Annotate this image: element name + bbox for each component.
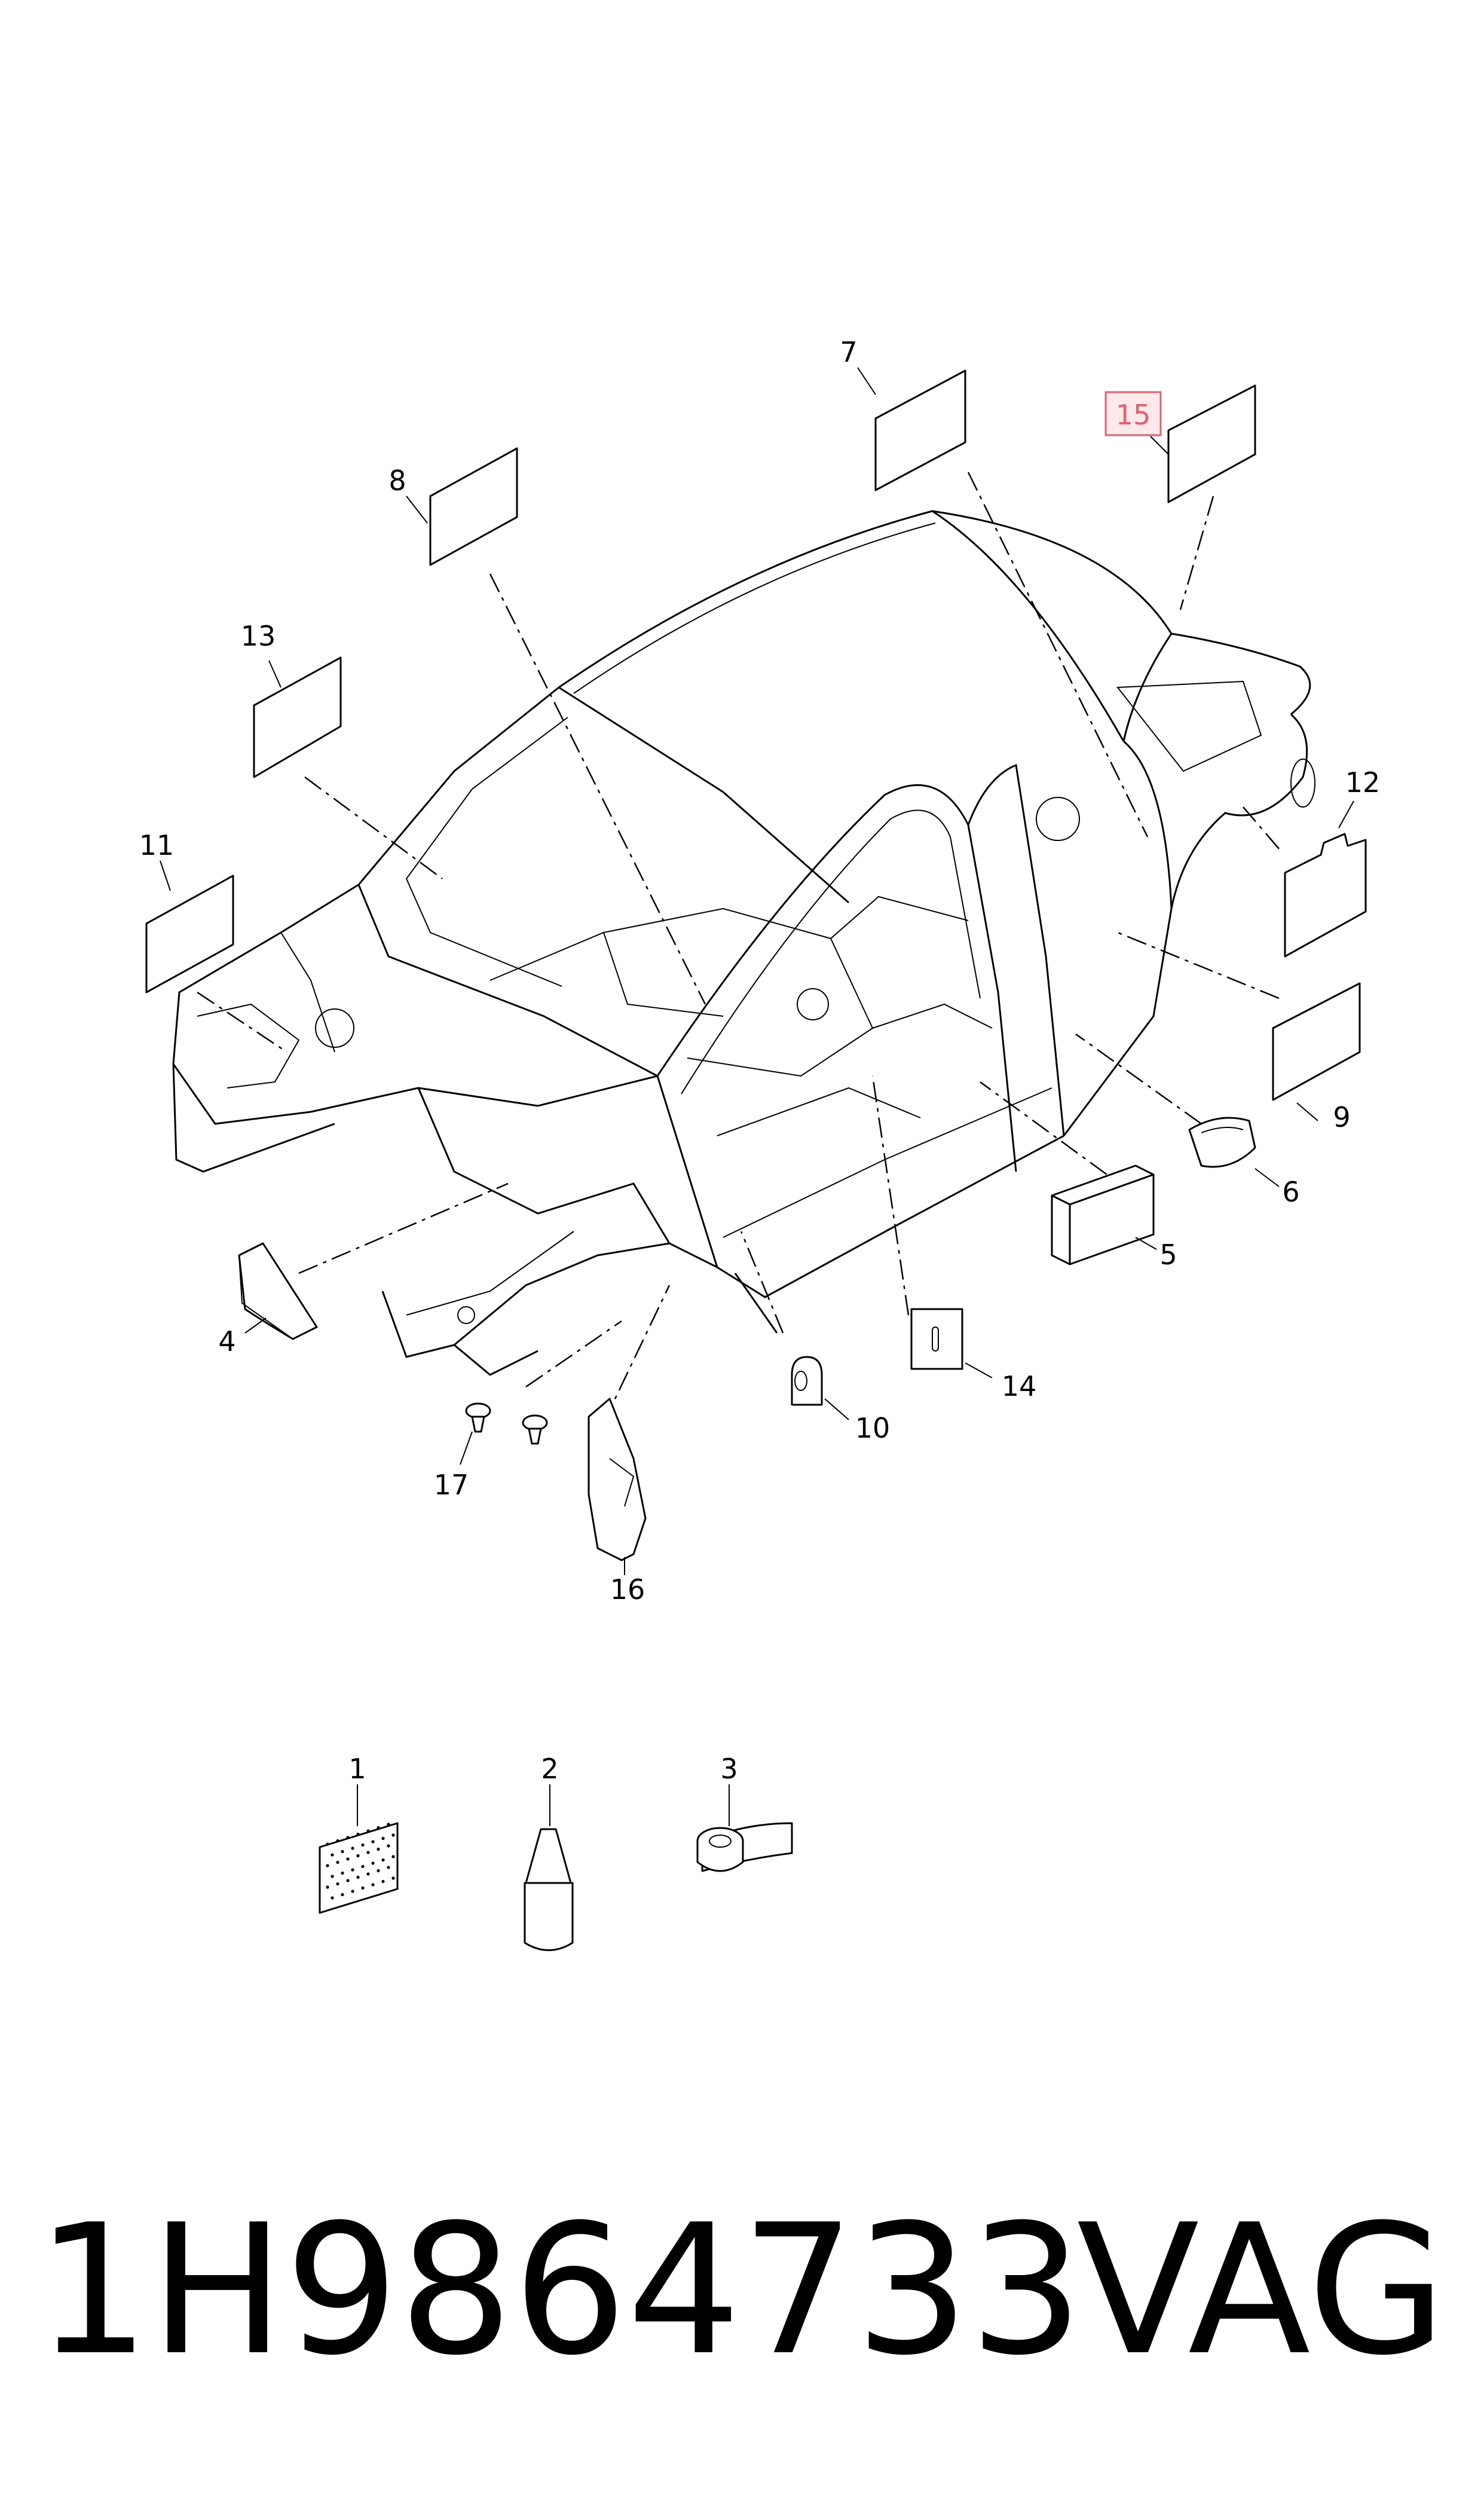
callout-11: 11 bbox=[139, 829, 175, 861]
part-3-tape-roll bbox=[696, 1822, 793, 1872]
texture-dot bbox=[377, 1869, 380, 1873]
texture-dot bbox=[377, 1826, 380, 1830]
part-1-sound-pad bbox=[319, 1822, 399, 1914]
part-13-pad bbox=[253, 656, 342, 778]
callout-1: 1 bbox=[348, 1753, 366, 1785]
callout-3: 3 bbox=[720, 1753, 738, 1785]
texture-dot bbox=[391, 1855, 395, 1858]
callout-10: 10 bbox=[855, 1412, 891, 1444]
texture-dot bbox=[356, 1832, 360, 1836]
texture-dot bbox=[331, 1875, 334, 1878]
callout-12: 12 bbox=[1345, 766, 1381, 799]
part-14-plate bbox=[910, 1308, 963, 1370]
part-7-pad bbox=[874, 369, 966, 491]
part-9-pad bbox=[1272, 982, 1361, 1101]
callout-9: 9 bbox=[1333, 1101, 1350, 1133]
texture-dot bbox=[356, 1875, 360, 1879]
texture-dot bbox=[381, 1879, 385, 1884]
texture-dot bbox=[346, 1836, 350, 1839]
callout-7: 7 bbox=[840, 336, 857, 368]
texture-dot bbox=[371, 1861, 375, 1865]
texture-dot bbox=[391, 1833, 395, 1837]
part-number: 1H9864733 bbox=[36, 2186, 1084, 2395]
texture-dot bbox=[371, 1840, 375, 1844]
car-body-drawing bbox=[172, 510, 1315, 1376]
part-8-pad bbox=[429, 447, 518, 566]
texture-dot bbox=[326, 1885, 329, 1889]
texture-dot bbox=[361, 1886, 365, 1890]
texture-dot bbox=[346, 1879, 350, 1882]
texture-dot bbox=[336, 1839, 339, 1843]
callout-6: 6 bbox=[1282, 1176, 1299, 1208]
texture-dot bbox=[331, 1853, 334, 1857]
texture-dot bbox=[351, 1890, 354, 1893]
part-2-adhesive-bottle bbox=[524, 1828, 574, 1951]
callout-labels: 1 2 3 4 5 6 7 8 9 10 11 12 13 14 15 16 1… bbox=[139, 336, 1381, 1785]
part-11-pad bbox=[145, 875, 234, 993]
texture-dot bbox=[341, 1871, 344, 1875]
texture-dot bbox=[377, 1847, 380, 1851]
texture-dot bbox=[361, 1843, 365, 1847]
texture-dot bbox=[326, 1842, 329, 1846]
callout-13: 13 bbox=[241, 620, 276, 652]
part-10-grommet bbox=[791, 1356, 823, 1406]
part-15-pad bbox=[1167, 384, 1256, 503]
texture-dot bbox=[336, 1882, 339, 1886]
texture-dot bbox=[366, 1851, 370, 1854]
texture-dot bbox=[326, 1864, 329, 1867]
texture-dot bbox=[381, 1836, 385, 1841]
texture-dot bbox=[361, 1864, 365, 1869]
texture-dot bbox=[387, 1823, 390, 1826]
part-5-block bbox=[1051, 1164, 1155, 1265]
callout-pointers bbox=[160, 367, 1354, 1826]
texture-dot bbox=[366, 1872, 370, 1876]
brand-label: VAG bbox=[1077, 2186, 1446, 2395]
part-16-bracket bbox=[588, 1398, 647, 1561]
texture-dot bbox=[341, 1849, 344, 1854]
callout-15: 15 bbox=[1116, 399, 1151, 431]
texture-dot bbox=[387, 1844, 390, 1848]
callout-4: 4 bbox=[218, 1325, 235, 1358]
texture-dot bbox=[351, 1868, 354, 1872]
texture-dot bbox=[371, 1883, 375, 1887]
part-6-cap bbox=[1188, 1117, 1256, 1168]
texture-dot bbox=[366, 1829, 370, 1833]
callout-2: 2 bbox=[541, 1753, 558, 1785]
callout-17: 17 bbox=[434, 1469, 469, 1501]
callout-15-highlight bbox=[1104, 391, 1162, 436]
texture-dot bbox=[341, 1893, 344, 1897]
texture-dot bbox=[346, 1857, 350, 1861]
texture-dot bbox=[391, 1876, 395, 1880]
leader-lines bbox=[197, 472, 1280, 1423]
callout-5: 5 bbox=[1159, 1239, 1177, 1271]
texture-dot bbox=[387, 1866, 390, 1869]
texture-dot bbox=[381, 1858, 385, 1862]
part-17-clips bbox=[465, 1402, 548, 1445]
texture-dot bbox=[336, 1860, 339, 1864]
callout-16: 16 bbox=[610, 1573, 645, 1606]
part-4-wedge bbox=[238, 1242, 318, 1340]
callout-8: 8 bbox=[388, 464, 406, 497]
callout-14: 14 bbox=[1002, 1370, 1037, 1402]
texture-dot bbox=[356, 1854, 360, 1858]
texture-dot bbox=[331, 1896, 334, 1900]
texture-dot bbox=[351, 1847, 354, 1850]
part-12-pad bbox=[1284, 833, 1367, 958]
